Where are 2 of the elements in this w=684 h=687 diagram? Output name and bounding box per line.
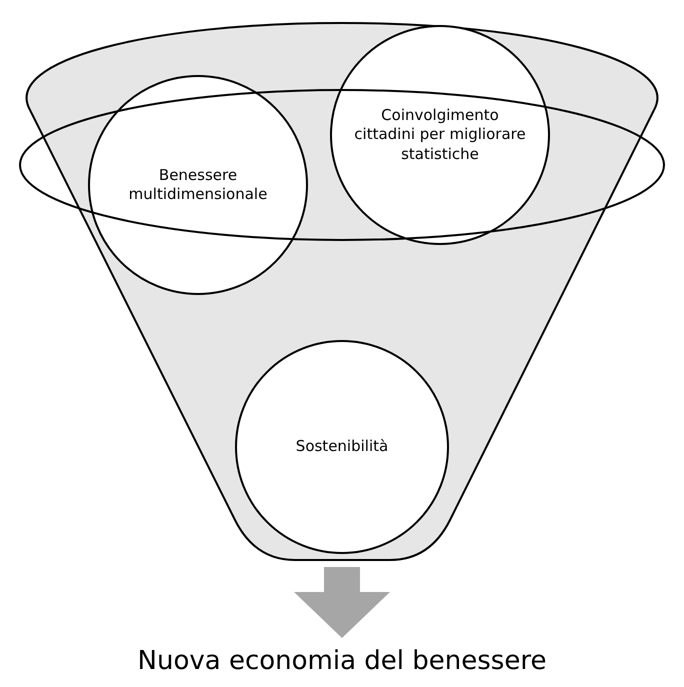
result-text: Nuova economia del benessere (92, 640, 592, 682)
block-arrow (294, 567, 390, 638)
